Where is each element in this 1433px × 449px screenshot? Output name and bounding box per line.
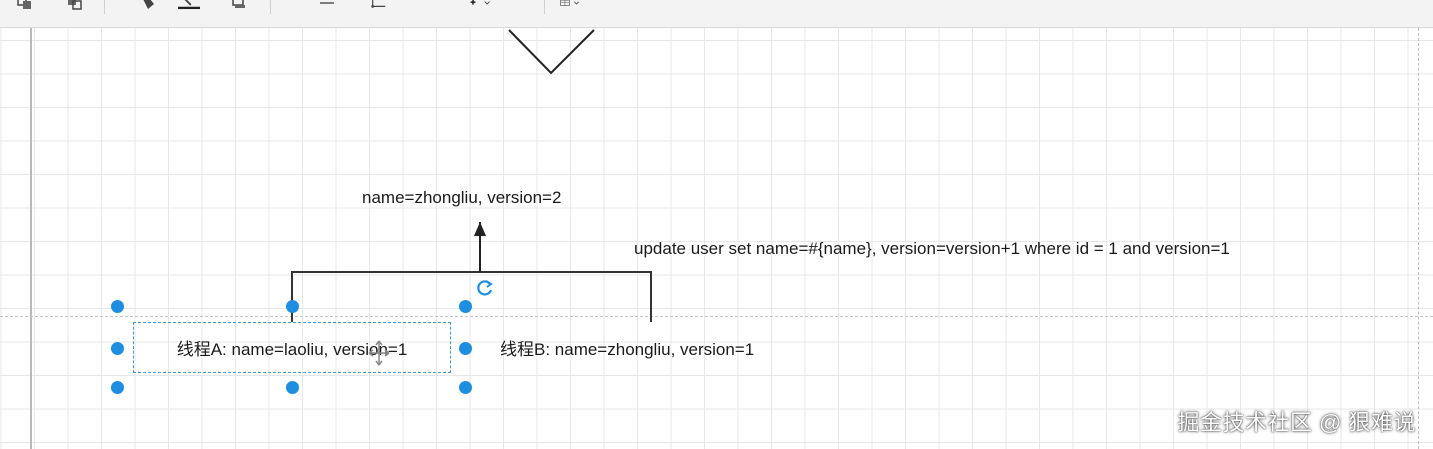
resize-handle-n[interactable] (286, 300, 299, 313)
sql-update-label[interactable]: update user set name=#{name}, version=ve… (634, 239, 1230, 258)
resize-handle-w[interactable] (111, 342, 124, 355)
thread-b-label[interactable]: 线程B: name=zhongliu, version=1 (500, 340, 755, 359)
toolbar-separator (270, 0, 271, 14)
drawing-canvas[interactable] (0, 28, 1433, 449)
resize-handle-ne[interactable] (459, 300, 472, 313)
insert-icon[interactable] (470, 0, 492, 12)
to-front-icon[interactable] (14, 0, 36, 12)
toolbar-separator (544, 0, 545, 14)
resize-handle-se[interactable] (459, 381, 472, 394)
connection-icon[interactable] (316, 0, 338, 12)
resize-handle-sw[interactable] (111, 381, 124, 394)
toolbar-separator (104, 0, 105, 14)
watermark: 掘金技术社区 @ 狠难说 (1177, 410, 1416, 435)
resize-handle-e[interactable] (459, 342, 472, 355)
move-cursor-icon (368, 339, 390, 367)
to-back-icon[interactable] (64, 0, 86, 12)
merge-chevron-shape[interactable] (508, 29, 595, 75)
page-break-vertical (1418, 28, 1419, 449)
thread-a-label: 线程A: name=laoliu, version=1 (176, 340, 408, 359)
result-arrowhead (474, 222, 486, 236)
toolbar (0, 0, 1433, 28)
thread-a-shape-selected[interactable]: 线程A: name=laoliu, version=1 (133, 322, 451, 373)
table-icon[interactable] (560, 0, 582, 12)
resize-handle-nw[interactable] (111, 300, 124, 313)
line-color-icon[interactable] (178, 0, 200, 12)
waypoints-icon[interactable] (368, 0, 390, 12)
page-break-horizontal (0, 316, 1433, 317)
fill-color-icon[interactable] (138, 0, 160, 12)
rotate-icon[interactable] (475, 278, 495, 298)
thread-connector-line[interactable] (291, 271, 652, 322)
result-label[interactable]: name=zhongliu, version=2 (362, 188, 562, 207)
page-left-edge (30, 28, 32, 449)
shadow-icon[interactable] (228, 0, 250, 12)
resize-handle-s[interactable] (286, 381, 299, 394)
